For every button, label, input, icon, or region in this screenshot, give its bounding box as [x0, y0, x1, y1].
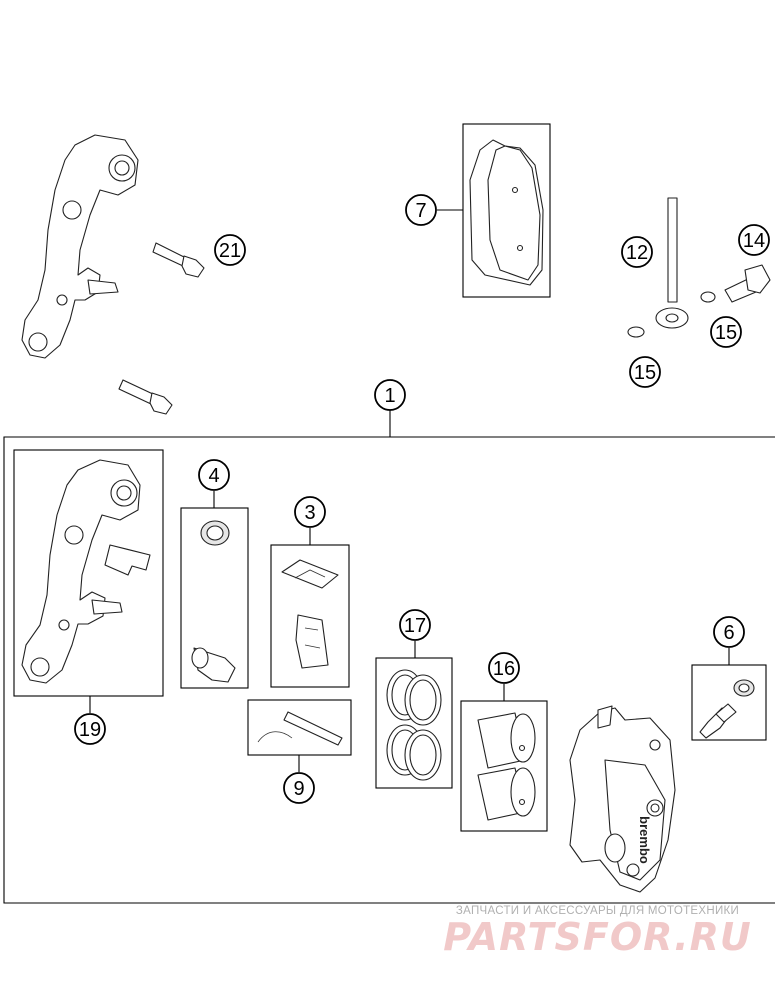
bleeder-valve-6 [699, 679, 755, 739]
caliper-bracket-19 [21, 459, 151, 684]
pistons-16 [477, 712, 536, 821]
callout-14: 14 [738, 224, 770, 256]
group-19-box [13, 449, 164, 697]
svg-text:7: 7 [415, 200, 426, 222]
watermark: ЗАПЧАСТИ И АКСЕССУАРЫ ДЛЯ МОТОТЕХНИКИ PA… [420, 905, 775, 959]
brake-hose-banjo [627, 197, 716, 338]
svg-text:1: 1 [384, 385, 395, 407]
callout-17: 17 [399, 609, 431, 641]
callout-19: 19 [74, 713, 106, 745]
callout-15-left: 15 [629, 356, 661, 388]
svg-text:6: 6 [723, 622, 734, 644]
watermark-logo: PARTSFOR.RU [443, 915, 752, 959]
svg-text:3: 3 [304, 502, 315, 524]
bleeder-and-seal-4 [191, 520, 236, 683]
callout-12: 12 [621, 236, 653, 268]
watermark-tagline: ЗАПЧАСТИ И АКСЕССУАРЫ ДЛЯ МОТОТЕХНИКИ [455, 905, 740, 917]
callout-3: 3 [294, 496, 326, 528]
bolt-21-upper [152, 242, 205, 278]
svg-text:12: 12 [626, 242, 648, 264]
callout-6: 6 [713, 616, 745, 648]
brake-pads [469, 139, 544, 286]
banjo-bolt [724, 264, 771, 303]
brake-caliper-body [569, 705, 676, 893]
callout-16: 16 [488, 652, 520, 684]
bolt-21-lower [118, 379, 173, 415]
callout-15-right: 15 [710, 316, 742, 348]
group-17-box [375, 657, 453, 789]
caliper-brand-label: brembo [637, 816, 652, 864]
svg-text:4: 4 [208, 465, 219, 487]
svg-text:9: 9 [293, 778, 304, 800]
callout-4: 4 [198, 459, 230, 491]
svg-text:19: 19 [79, 719, 101, 741]
callout-9: 9 [283, 772, 315, 804]
callout-1: 1 [374, 379, 406, 411]
svg-text:15: 15 [634, 362, 656, 384]
caliper-bracket-top [21, 134, 139, 359]
svg-text:15: 15 [715, 322, 737, 344]
svg-text:21: 21 [219, 240, 241, 262]
svg-text:14: 14 [743, 230, 765, 252]
pin-and-clip-9 [257, 711, 343, 746]
callout-21: 21 [214, 234, 246, 266]
piston-seals-17 [386, 669, 442, 781]
svg-text:17: 17 [404, 615, 426, 637]
svg-text:16: 16 [493, 658, 515, 680]
pad-springs-3 [281, 559, 339, 669]
callout-7: 7 [405, 194, 437, 226]
